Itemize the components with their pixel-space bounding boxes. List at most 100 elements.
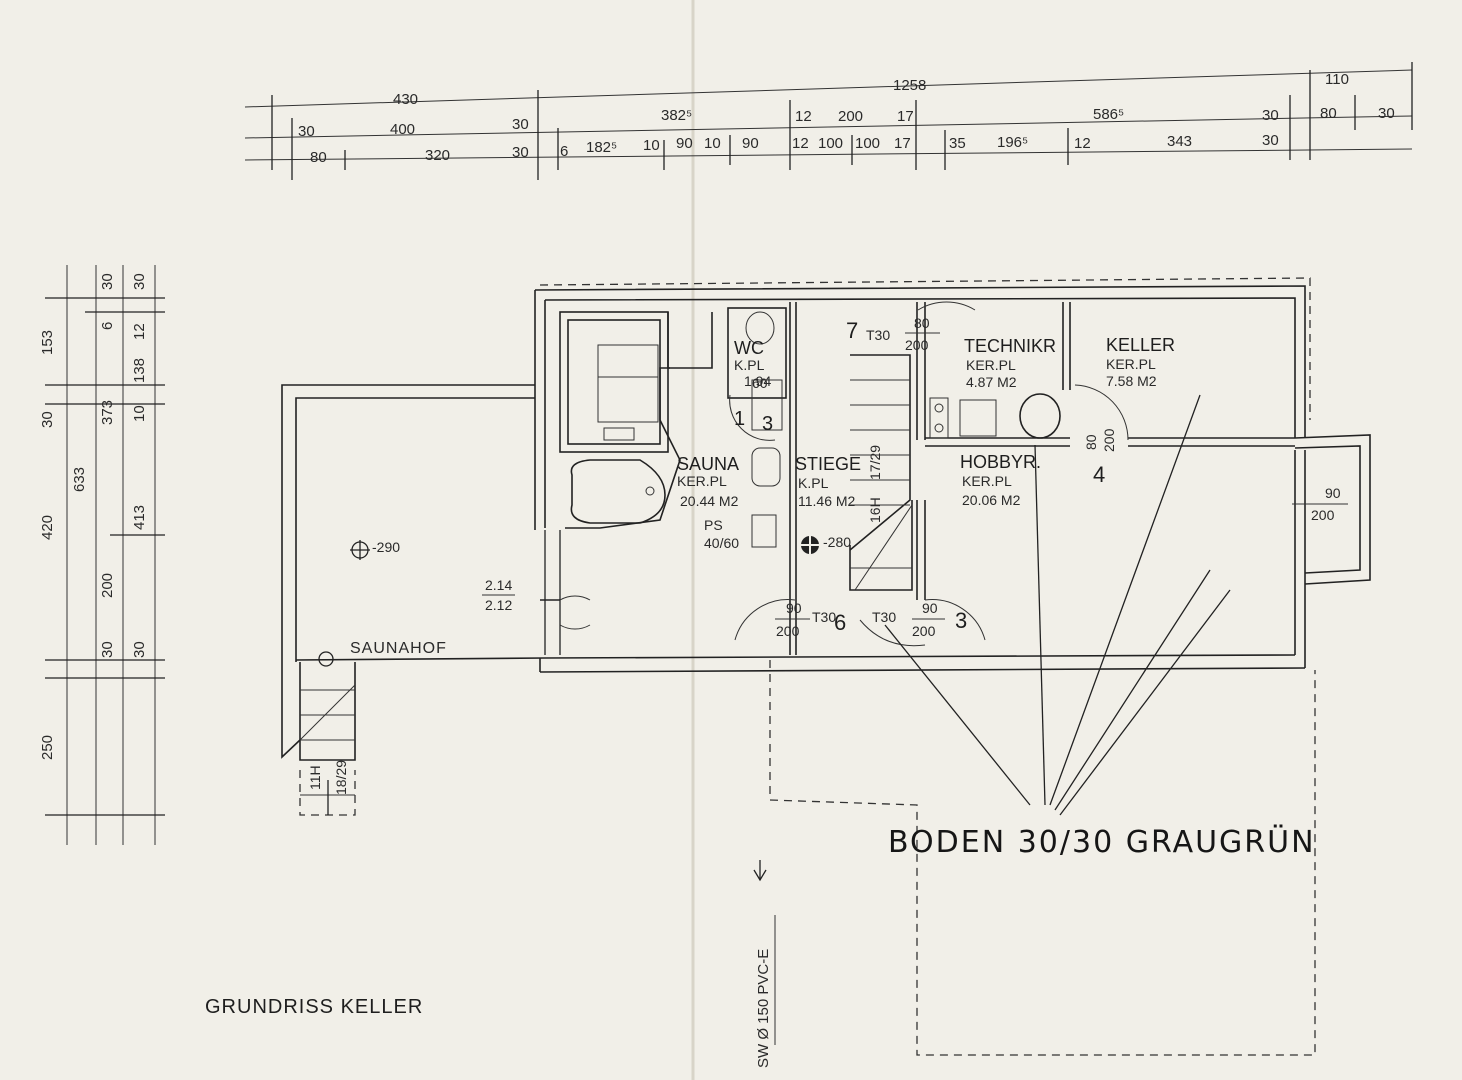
door-6-width: 90 (786, 600, 802, 616)
level-marker-stair (318, 651, 334, 667)
dim-196-5: 196⁵ (997, 134, 1028, 151)
room-keller-floor: KER.PL (1106, 356, 1156, 372)
dim-373: 373 (99, 400, 116, 425)
room-technik-name: TECHNIKR (964, 336, 1056, 356)
room-sauna-area: 20.44 M2 (680, 493, 739, 509)
dim-80a: 80 (1320, 105, 1337, 122)
dim-182-5: 182⁵ (586, 139, 617, 156)
dim-30d: 30 (1378, 105, 1395, 122)
stair-steps-inside: 16H (867, 497, 883, 523)
dim-90b: 90 (742, 135, 759, 152)
dim-30-l3: 30 (99, 641, 116, 658)
dim-80b: 80 (310, 149, 327, 166)
room-stiege-floor: K.PL (798, 475, 829, 491)
door-wc-width: 60 (752, 375, 768, 391)
top-dimensions: 430 1258 110 30 400 30 382⁵ 12 200 17 58… (244, 62, 1413, 180)
dim-30-l4: 30 (131, 273, 148, 290)
dim-10a: 10 (643, 137, 660, 154)
door-3-type: T30 (872, 609, 896, 625)
dim-12a: 12 (795, 108, 812, 125)
room-sauna-floor: KER.PL (677, 473, 727, 489)
dim-1258: 1258 (893, 77, 926, 94)
window-height-top: 2.14 (485, 577, 512, 593)
dim-35: 35 (949, 135, 966, 152)
room-keller-name: KELLER (1106, 335, 1175, 355)
door-6-number: 6 (834, 610, 846, 635)
door-7-type: T30 (866, 327, 890, 343)
door-3-height: 200 (912, 623, 936, 639)
dim-6-l: 6 (99, 322, 116, 330)
door-7-width: 80 (914, 315, 930, 331)
dim-17b: 17 (894, 135, 911, 152)
dim-382-5: 382⁵ (661, 107, 692, 124)
dim-6: 6 (560, 143, 568, 160)
window-height-bottom: 2.12 (485, 597, 512, 613)
drain-label: SW Ø 150 PVC-E (755, 949, 772, 1068)
dim-586-5: 586⁵ (1093, 106, 1124, 123)
room-hobby-floor: KER.PL (962, 473, 1012, 489)
door-keller-height: 200 (1101, 428, 1117, 452)
dim-30b: 30 (512, 116, 529, 133)
dim-12c: 12 (1074, 135, 1091, 152)
drawing-title: GRUNDRISS KELLER (205, 996, 423, 1018)
door-6-height: 200 (776, 623, 800, 639)
dim-10b: 10 (704, 135, 721, 152)
room-wc-name: WC (734, 338, 764, 358)
dim-30c: 30 (1262, 107, 1279, 124)
room-wc-area: 1.94 (744, 373, 771, 389)
dim-138: 138 (131, 358, 148, 383)
room-stiege-area: 11.46 M2 (798, 493, 856, 509)
door-7-height: 200 (905, 337, 929, 353)
ps-label: PS (704, 517, 723, 533)
door-6-type: T30 (812, 609, 836, 625)
dim-153: 153 (39, 330, 56, 355)
room-saunahof-name: SAUNAHOF (350, 640, 447, 657)
handwritten-annotation: BODEN 30/30 GRAUGRÜN (884, 394, 1316, 860)
room-hobby-name: HOBBYR. (960, 452, 1041, 472)
room-wc-floor: K.PL (734, 357, 765, 373)
dim-420: 420 (39, 515, 56, 540)
dim-30e: 30 (512, 144, 529, 161)
dim-17a: 17 (897, 108, 914, 125)
building-walls (281, 277, 1371, 1056)
stair-steps-outside: 11H (307, 765, 323, 790)
stair-ratio-inside: 17/29 (867, 445, 883, 480)
door-keller-width: 80 (1083, 434, 1099, 450)
room-sauna-name: SAUNA (677, 454, 739, 474)
dim-100a: 100 (818, 135, 843, 152)
dim-110: 110 (1325, 71, 1349, 88)
dim-343: 343 (1167, 133, 1192, 150)
dim-12b: 12 (792, 135, 809, 152)
door-3-width: 90 (922, 600, 938, 616)
stair-ratio-outside: 18/29 (333, 760, 349, 795)
dim-413: 413 (131, 505, 148, 530)
room-labels: WC K.PL 1.94 SAUNA KER.PL 20.44 M2 PS 40… (350, 335, 1175, 657)
dim-30-l5: 30 (131, 641, 148, 658)
room-keller-area: 7.58 M2 (1106, 373, 1157, 389)
door-right-height: 200 (1311, 507, 1335, 523)
door-keller-number: 4 (1093, 462, 1105, 487)
dim-200: 200 (838, 108, 863, 125)
door-7-number: 7 (846, 318, 858, 343)
room-technik-area: 4.87 M2 (966, 374, 1017, 390)
dim-12-l: 12 (131, 323, 148, 340)
door-wc-mark: 3 (762, 413, 773, 435)
dim-633: 633 (71, 467, 88, 492)
room-stiege-name: STIEGE (795, 454, 861, 474)
door-right-width: 90 (1325, 485, 1341, 501)
room-technik-floor: KER.PL (966, 357, 1016, 373)
annotation-text: BODEN 30/30 GRAUGRÜN (888, 824, 1316, 860)
dim-400: 400 (390, 121, 415, 138)
dim-100b: 100 (855, 135, 880, 152)
dim-30f: 30 (1262, 132, 1279, 149)
dim-10-l: 10 (131, 405, 148, 422)
ps-size: 40/60 (704, 535, 739, 551)
door-3-number: 3 (955, 608, 967, 633)
dim-30-l1: 30 (39, 411, 56, 428)
dim-30a: 30 (298, 123, 315, 140)
left-dimensions: 153 30 420 250 633 30 6 373 200 30 30 12… (39, 265, 165, 845)
dim-250: 250 (39, 735, 56, 760)
dim-90a: 90 (676, 135, 693, 152)
level-stiege: -280 (823, 534, 851, 550)
